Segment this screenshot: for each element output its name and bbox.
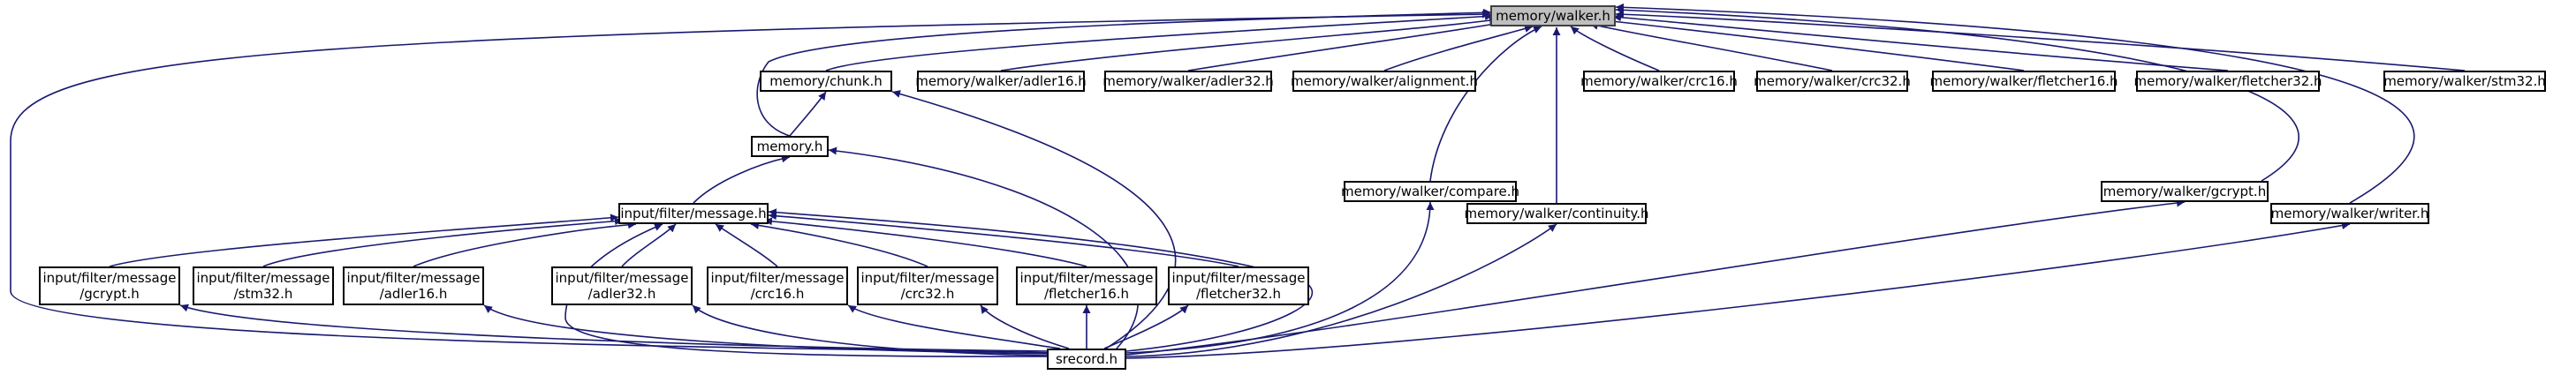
edge-srecord-message (564, 223, 1049, 357)
edge-madler32-message (621, 223, 677, 267)
node-message-stm32-h[interactable]: input/filter/message/stm32.h (193, 266, 334, 305)
edge-alignment-walker (1383, 25, 1534, 71)
edge-writer-walker (1615, 3, 2415, 204)
node-walker-alignment-h[interactable]: memory/walker/alignment.h (1291, 71, 1478, 92)
edge-srecord-walker (10, 10, 1491, 354)
edge-srecord-continuity (1125, 223, 1557, 357)
node-message-adler32-h[interactable]: input/filter/message/adler32.h (551, 266, 693, 305)
node-input-filter-message-h[interactable]: input/filter/message.h (618, 203, 769, 224)
node-message-fletcher16-h[interactable]: input/filter/message/fletcher16.h (1016, 266, 1157, 305)
node-memory-chunk-h[interactable]: memory/chunk.h (760, 71, 892, 92)
edge-crc16-walker (1570, 26, 1660, 71)
edge-srecord-mcrc32 (980, 304, 1070, 349)
node-walker-gcrypt-h[interactable]: memory/walker/gcrypt.h (2101, 181, 2269, 202)
edge-stm32-walker (1615, 10, 2466, 71)
edge-mstm32-message (262, 217, 624, 267)
edge-mfletcher16-message (763, 217, 1087, 267)
edge-adler32-walker (1187, 19, 1512, 71)
edge-srecord-mcrc16 (847, 304, 1061, 349)
node-message-crc16-h[interactable]: input/filter/message/crc16.h (707, 266, 848, 305)
node-walker-continuity-h[interactable]: memory/walker/continuity.h (1465, 203, 1649, 224)
node-message-gcrypt-h[interactable]: input/filter/message/gcrypt.h (39, 266, 180, 305)
node-memory-h[interactable]: memory.h (751, 136, 829, 157)
edge-srecord-memory (828, 146, 1139, 349)
edge-srecord-gcrypt (1125, 199, 2186, 356)
edge-memory-chunk (789, 91, 827, 137)
edge-srecord-writer (1125, 221, 2351, 359)
edge-fletcher16-walker (1602, 17, 2025, 71)
edge-srecord-madler32 (692, 304, 1049, 356)
edge-srecord-compare (1125, 201, 1435, 354)
edge-srecord-chunk (891, 90, 1177, 349)
node-message-fletcher32-h[interactable]: input/filter/message/fletcher32.h (1168, 266, 1309, 305)
node-walker-fletcher32-h[interactable]: memory/walker/fletcher32.h (2133, 71, 2322, 92)
edge-crc32-walker (1589, 21, 1833, 71)
edge-fletcher32-walker (1612, 13, 2229, 71)
node-memory-walker-h[interactable]: memory/walker.h (1490, 5, 1616, 26)
edge-gcrypt-walker (1615, 5, 2299, 182)
node-message-crc32-h[interactable]: input/filter/message/crc32.h (857, 266, 998, 305)
edge-compare-walker (1429, 26, 1542, 182)
edge-mcrc32-message (750, 221, 928, 267)
node-walker-crc16-h[interactable]: memory/walker/crc16.h (1580, 71, 1738, 92)
node-walker-fletcher16-h[interactable]: memory/walker/fletcher16.h (1929, 71, 2118, 92)
edge-memory-walker (756, 8, 1492, 137)
node-srecord-h[interactable]: srecord.h (1047, 349, 1126, 370)
edge-srecord-mgcrypt (179, 304, 1049, 352)
edge-mfletcher32-message (768, 212, 1239, 267)
edge-chunk-walker (825, 12, 1494, 71)
node-message-adler16-h[interactable]: input/filter/message/adler16.h (343, 266, 484, 305)
node-walker-writer-h[interactable]: memory/walker/writer.h (2270, 203, 2429, 224)
node-walker-stm32-h[interactable]: memory/walker/stm32.h (2383, 71, 2546, 92)
node-walker-adler32-h[interactable]: memory/walker/adler32.h (1102, 71, 1274, 92)
node-walker-crc32-h[interactable]: memory/walker/crc32.h (1754, 71, 1911, 92)
edge-message-memory (693, 154, 791, 204)
edge-mgcrypt-message (109, 214, 619, 267)
node-walker-compare-h[interactable]: memory/walker/compare.h (1341, 181, 1519, 202)
edge-srecord-mfletcher32 (1103, 304, 1189, 349)
edge-adler16-walker (1000, 16, 1498, 71)
edge-mcrc16-message (715, 223, 778, 267)
edge-madler16-message (413, 221, 637, 267)
node-walker-adler16-h[interactable]: memory/walker/adler16.h (915, 71, 1087, 92)
